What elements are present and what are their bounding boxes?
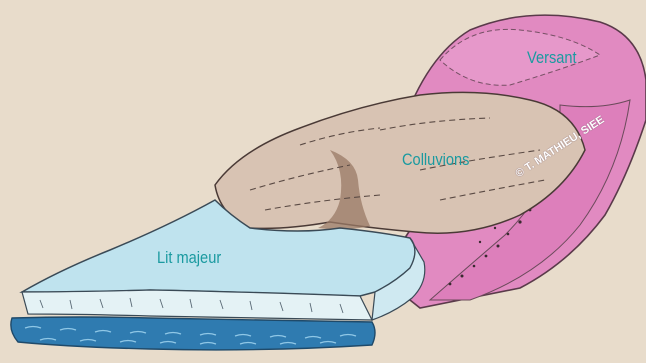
label-versant: Versant	[527, 48, 577, 68]
water-base	[11, 317, 375, 350]
floodplain-front-face	[22, 290, 372, 320]
label-lit-majeur: Lit majeur	[157, 248, 221, 268]
label-colluvions: Colluvions	[402, 150, 469, 170]
